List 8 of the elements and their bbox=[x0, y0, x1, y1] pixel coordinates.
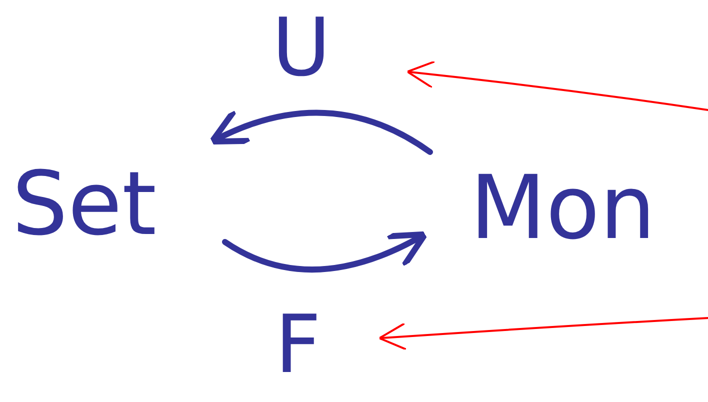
arrow bbox=[208, 108, 433, 155]
math-label: Mon bbox=[470, 164, 656, 252]
math-label: F bbox=[275, 305, 322, 385]
math-label: Set bbox=[12, 160, 157, 248]
math-label: U bbox=[272, 8, 331, 88]
arrow bbox=[222, 231, 428, 272]
arrow bbox=[406, 60, 708, 111]
arrow bbox=[378, 317, 708, 350]
